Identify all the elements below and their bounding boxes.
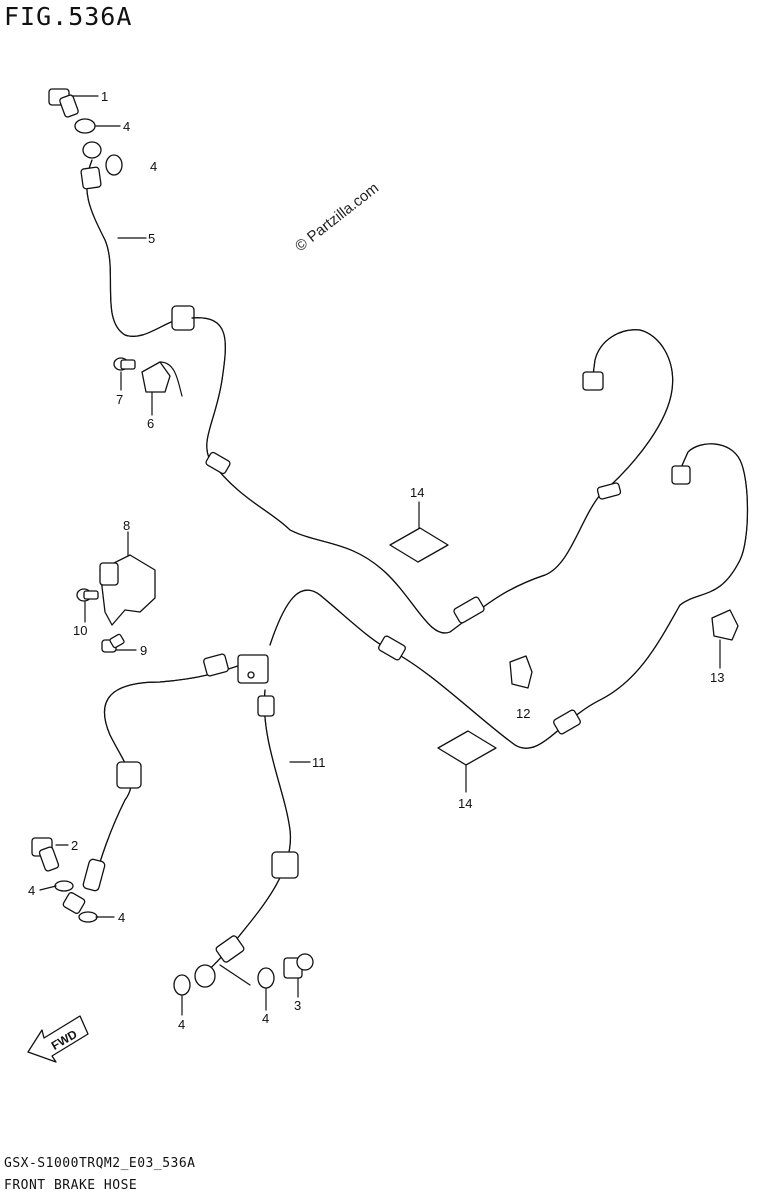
brake-hose-lower-left[interactable] [62, 653, 251, 914]
callout-14b: 14 [458, 796, 472, 811]
callout-4a: 4 [123, 119, 130, 134]
figure-caption: FRONT BRAKE HOSE [4, 1178, 138, 1193]
banjo-bolt-3[interactable] [283, 953, 314, 979]
callout-11: 11 [312, 755, 326, 770]
junction-block[interactable] [237, 654, 269, 684]
callout-4f: 4 [262, 1011, 269, 1026]
fwd-arrow: FWD [27, 1015, 89, 1063]
banjo-bolt-1[interactable] [48, 88, 79, 118]
clamp-13[interactable] [711, 609, 739, 641]
washer-4e[interactable] [173, 974, 191, 996]
callout-9: 9 [140, 643, 147, 658]
bolt-10[interactable] [76, 588, 99, 602]
washer-4d[interactable] [78, 911, 98, 923]
callout-4b: 4 [150, 159, 157, 174]
figure-title: FIG.536A [4, 2, 133, 31]
callout-10: 10 [73, 623, 87, 638]
callout-3: 3 [294, 998, 301, 1013]
brake-pipe-upper[interactable] [191, 317, 674, 634]
label-14a-diamond [389, 527, 449, 563]
callout-7: 7 [116, 392, 123, 407]
callout-13: 13 [710, 670, 724, 685]
callout-4d: 4 [118, 910, 125, 925]
bracket-8[interactable] [99, 554, 156, 626]
banjo-bolt-2[interactable] [31, 837, 60, 872]
bolt-7[interactable] [113, 357, 136, 371]
callout-12: 12 [516, 706, 530, 721]
washer-4f[interactable] [257, 967, 275, 989]
watermark: © Partzilla.com [292, 180, 382, 256]
brake-pipe-12[interactable] [269, 443, 749, 749]
callout-4c: 4 [28, 883, 35, 898]
callout-1: 1 [101, 89, 108, 104]
label-14b-diamond [437, 730, 497, 766]
callout-4e: 4 [178, 1017, 185, 1032]
screw-9[interactable] [101, 633, 125, 653]
brake-hose-5[interactable] [80, 141, 195, 337]
washer-4b[interactable] [105, 154, 123, 176]
washer-4c[interactable] [54, 880, 74, 892]
clamp-12[interactable] [509, 655, 533, 689]
banjo-fitting-lower[interactable] [194, 964, 216, 988]
washer-4a[interactable] [74, 118, 96, 134]
leader-lines [39, 95, 721, 1016]
clamp-6[interactable] [141, 361, 183, 397]
callout-5: 5 [148, 231, 155, 246]
brake-hose-11[interactable] [199, 689, 299, 976]
callout-8: 8 [123, 518, 130, 533]
callout-6: 6 [147, 416, 154, 431]
callout-2: 2 [71, 838, 78, 853]
callout-14a: 14 [410, 485, 424, 500]
model-code: GSX-S1000TRQM2_E03_536A [4, 1156, 196, 1171]
